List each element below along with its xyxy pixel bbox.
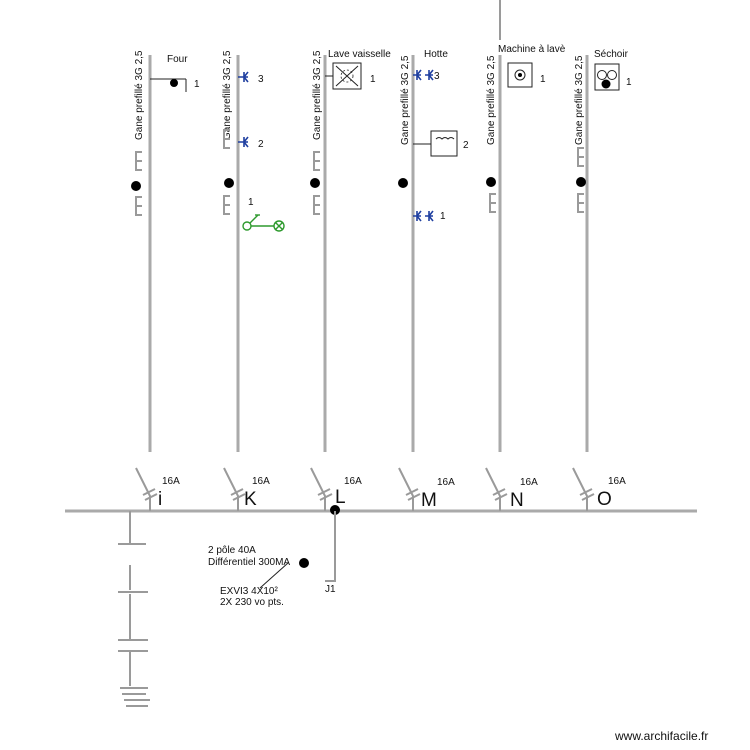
breaker-m: 16A M [398, 467, 455, 511]
bracket-icon [313, 151, 320, 171]
device-label: Séchoir [594, 49, 629, 60]
switch-icon [238, 71, 249, 83]
bracket-icon [313, 195, 320, 215]
differential-line2: Différentiel 300MA [208, 557, 290, 568]
cable-line2: 2X 230 vo pts. [220, 597, 284, 608]
bracket-icon [223, 129, 230, 149]
rating-label: 16A [520, 477, 538, 488]
bracket-icon [489, 193, 496, 213]
circuit-i: Gane prefillé 3G 2,5 Four 1 [131, 50, 200, 452]
circuit-letter: O [597, 489, 612, 510]
junction-dot [398, 178, 408, 188]
bracket-icon [135, 151, 142, 171]
circuit-m: Gane prefillé 3G 2,5 3 Hotte 2 1 [398, 49, 469, 452]
breaker-k: 16A K [223, 467, 270, 511]
main-junction-dot [330, 505, 340, 515]
count-label: 3 [434, 71, 440, 82]
device-label: Hotte [424, 49, 448, 60]
junction-dot [486, 177, 496, 187]
cable-line1: EXVI3 4X10² [220, 586, 278, 597]
rating-label: 16A [162, 476, 180, 487]
junction-dot [131, 181, 141, 191]
junction-dot [576, 177, 586, 187]
count-label: 1 [370, 74, 376, 85]
socket-icon [170, 79, 178, 87]
count-label: 2 [258, 139, 264, 150]
gane-label: Gane prefillé 3G 2,5 [312, 50, 323, 140]
device-label: Lave vaisselle [328, 49, 391, 60]
breaker-o: 16A O [572, 467, 626, 511]
gane-label: Gane prefillé 3G 2,5 [400, 55, 411, 145]
rating-label: 16A [608, 476, 626, 487]
gane-label: Gane prefillé 3G 2,5 [134, 50, 145, 140]
gane-label: Gane prefillé 3G 2,5 [574, 55, 585, 145]
gane-label: Gane prefillé 3G 2,5 [486, 55, 497, 145]
double-switch-icon [413, 210, 434, 222]
breaker-n: 16A N [485, 467, 538, 511]
junction-label: J1 [325, 584, 336, 595]
count-label: 3 [258, 74, 264, 85]
count-label: 1 [626, 77, 632, 88]
cable-leader [259, 562, 289, 589]
device-label: Machine à lavè [498, 44, 566, 55]
switch-icon [238, 136, 249, 148]
gane-label: Gane prefillé 3G 2,5 [222, 50, 233, 140]
junction-dot [224, 178, 234, 188]
bracket-icon [223, 195, 230, 215]
circuit-l: Gane prefillé 3G 2,5 Lave vaisselle 1 [310, 49, 391, 452]
breaker-i: 16A i [135, 467, 180, 511]
device-label: Four [167, 54, 188, 65]
circuit-n: Gane prefillé 3G 2,5 Machine à lavè 1 [486, 44, 566, 452]
rating-label: 16A [437, 477, 455, 488]
hood-icon [430, 130, 458, 157]
differential-dot [299, 558, 309, 568]
rating-label: 16A [252, 476, 270, 487]
watermark: www.archifacile.fr [614, 729, 708, 743]
circuit-letter: L [335, 487, 346, 508]
count-label: 1 [248, 197, 254, 208]
bracket-icon [577, 147, 584, 213]
count-label: 1 [194, 79, 200, 90]
circuit-o: Gane prefillé 3G 2,5 Séchoir 1 [574, 49, 632, 452]
circuit-letter: N [510, 490, 524, 511]
lamp-icon [242, 214, 285, 232]
breaker-l: 16A L [310, 467, 362, 511]
earth-feed [118, 511, 150, 707]
bracket-icon [135, 196, 142, 216]
earth-icon [120, 687, 150, 707]
double-switch-icon [413, 69, 434, 81]
circuit-letter: K [244, 489, 257, 510]
rating-label: 16A [344, 476, 362, 487]
circuit-k: Gane prefillé 3G 2,5 3 2 1 [222, 50, 285, 452]
differential-line1: 2 pôle 40A [208, 545, 256, 556]
count-label: 1 [540, 74, 546, 85]
feed-line [325, 511, 336, 582]
count-label: 1 [440, 211, 446, 222]
circuit-letter: M [421, 490, 437, 511]
circuit-letter: i [158, 489, 162, 510]
junction-dot [310, 178, 320, 188]
count-label: 2 [463, 140, 469, 151]
